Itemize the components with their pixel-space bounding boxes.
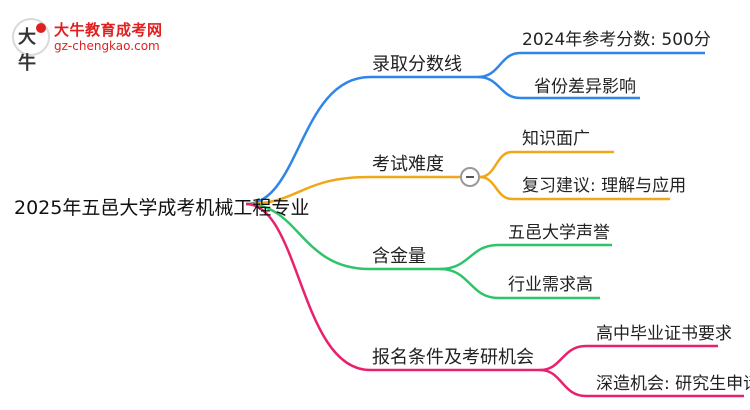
branch-4-leaf-1[interactable]: 高中毕业证书要求 bbox=[596, 324, 732, 344]
connector-branch-1-leaf-2 bbox=[477, 75, 640, 100]
branch-3-label[interactable]: 含金量 bbox=[372, 246, 426, 267]
logo-glyph: 大牛 bbox=[18, 27, 36, 74]
connector-branch-1-leaf-1 bbox=[477, 51, 705, 79]
connector-root-branch-1 bbox=[245, 75, 478, 206]
connector-branch-2-leaf-1 bbox=[479, 150, 614, 179]
connector-root-branch-3 bbox=[245, 202, 440, 271]
branch-2-label[interactable]: 考试难度 bbox=[372, 154, 444, 175]
logo-url: gz-chengkao.com bbox=[54, 39, 160, 53]
branch-2-leaf-1[interactable]: 知识面广 bbox=[522, 129, 590, 149]
logo: 大牛 大牛教育成考网 gz-chengkao.com bbox=[6, 12, 176, 74]
branch-1-leaf-1[interactable]: 2024年参考分数: 500分 bbox=[522, 30, 711, 50]
collapse-toggle-icon[interactable] bbox=[460, 167, 480, 187]
branch-3-leaf-2[interactable]: 行业需求高 bbox=[508, 275, 593, 295]
branch-2-leaf-2[interactable]: 复习建议: 理解与应用 bbox=[522, 176, 687, 196]
connector-branch-4-leaf-1 bbox=[539, 344, 718, 372]
logo-badge-icon: 大牛 bbox=[12, 18, 50, 74]
branch-3-leaf-1[interactable]: 五邑大学声誉 bbox=[508, 223, 610, 243]
connector-branch-3-leaf-1 bbox=[439, 243, 612, 271]
logo-dot-icon bbox=[36, 23, 46, 33]
connector-root-branch-4 bbox=[245, 202, 540, 372]
connector-branch-4-leaf-2 bbox=[539, 368, 744, 398]
connector-branch-2-leaf-2 bbox=[479, 175, 670, 201]
connector-branch-3-leaf-2 bbox=[439, 267, 600, 300]
branch-4-label[interactable]: 报名条件及考研机会 bbox=[372, 347, 534, 368]
branch-4-leaf-2[interactable]: 深造机会: 研究生申请 bbox=[596, 374, 750, 394]
logo-title: 大牛教育成考网 bbox=[54, 21, 163, 39]
root-topic[interactable]: 2025年五邑大学成考机械工程专业 bbox=[14, 197, 310, 219]
branch-1-leaf-2[interactable]: 省份差异影响 bbox=[534, 77, 636, 97]
connector-root-branch-2 bbox=[245, 175, 462, 206]
branch-1-label[interactable]: 录取分数线 bbox=[372, 54, 462, 75]
